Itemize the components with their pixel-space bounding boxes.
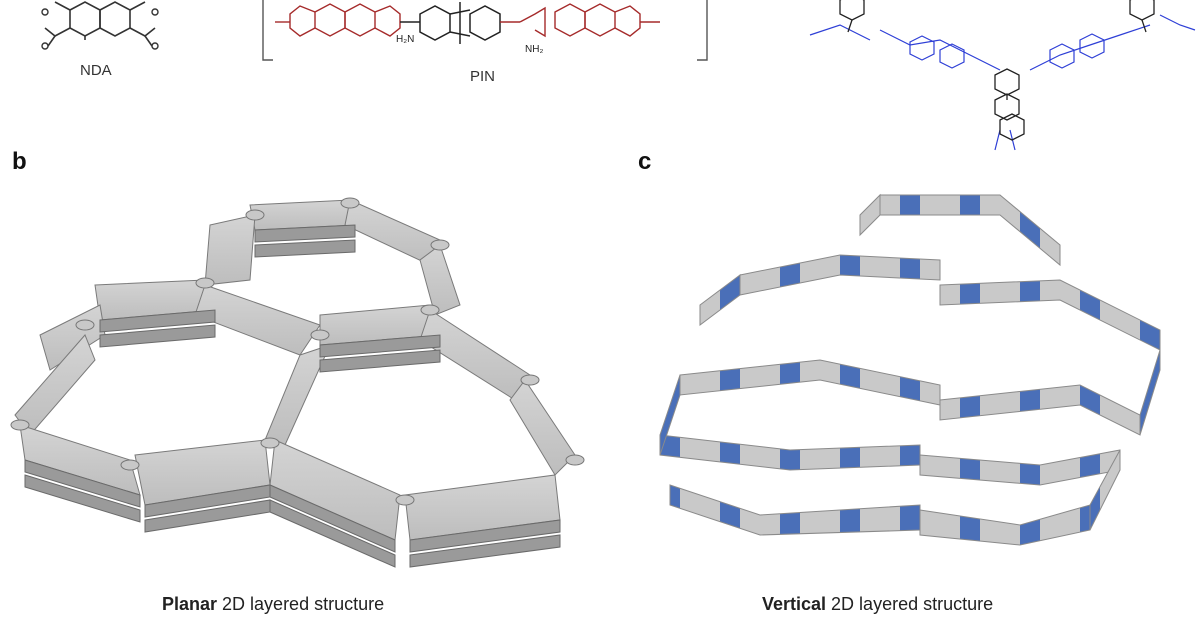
atom-label-h2n: H₂N (396, 34, 415, 45)
panel-c-letter: c (638, 148, 652, 175)
vertical-layered-structure-illustration (659, 193, 1161, 546)
nda-molecule (41, 1, 159, 50)
pin-label: PIN (470, 68, 496, 85)
oxygen-icon (151, 42, 159, 50)
oxygen-icon (151, 8, 159, 16)
pin-molecule (262, 0, 708, 61)
atom-label-nh2: NH₂ (525, 44, 544, 55)
oxygen-icon (41, 42, 49, 50)
oxygen-icon (41, 8, 49, 16)
vertical-caption-rest: 2D layered structure (826, 594, 994, 614)
planar-caption-rest: 2D layered structure (217, 594, 385, 614)
pin-network-structure (809, 0, 1196, 151)
nda-label: NDA (80, 62, 112, 79)
planar-layered-structure-illustration (10, 197, 585, 568)
panel-b-letter: b (12, 148, 27, 175)
planar-caption: Planar 2D layered structure (162, 594, 384, 615)
vertical-caption: Vertical 2D layered structure (762, 594, 993, 615)
vertical-caption-bold: Vertical (762, 594, 827, 614)
planar-caption-bold: Planar (162, 594, 218, 614)
